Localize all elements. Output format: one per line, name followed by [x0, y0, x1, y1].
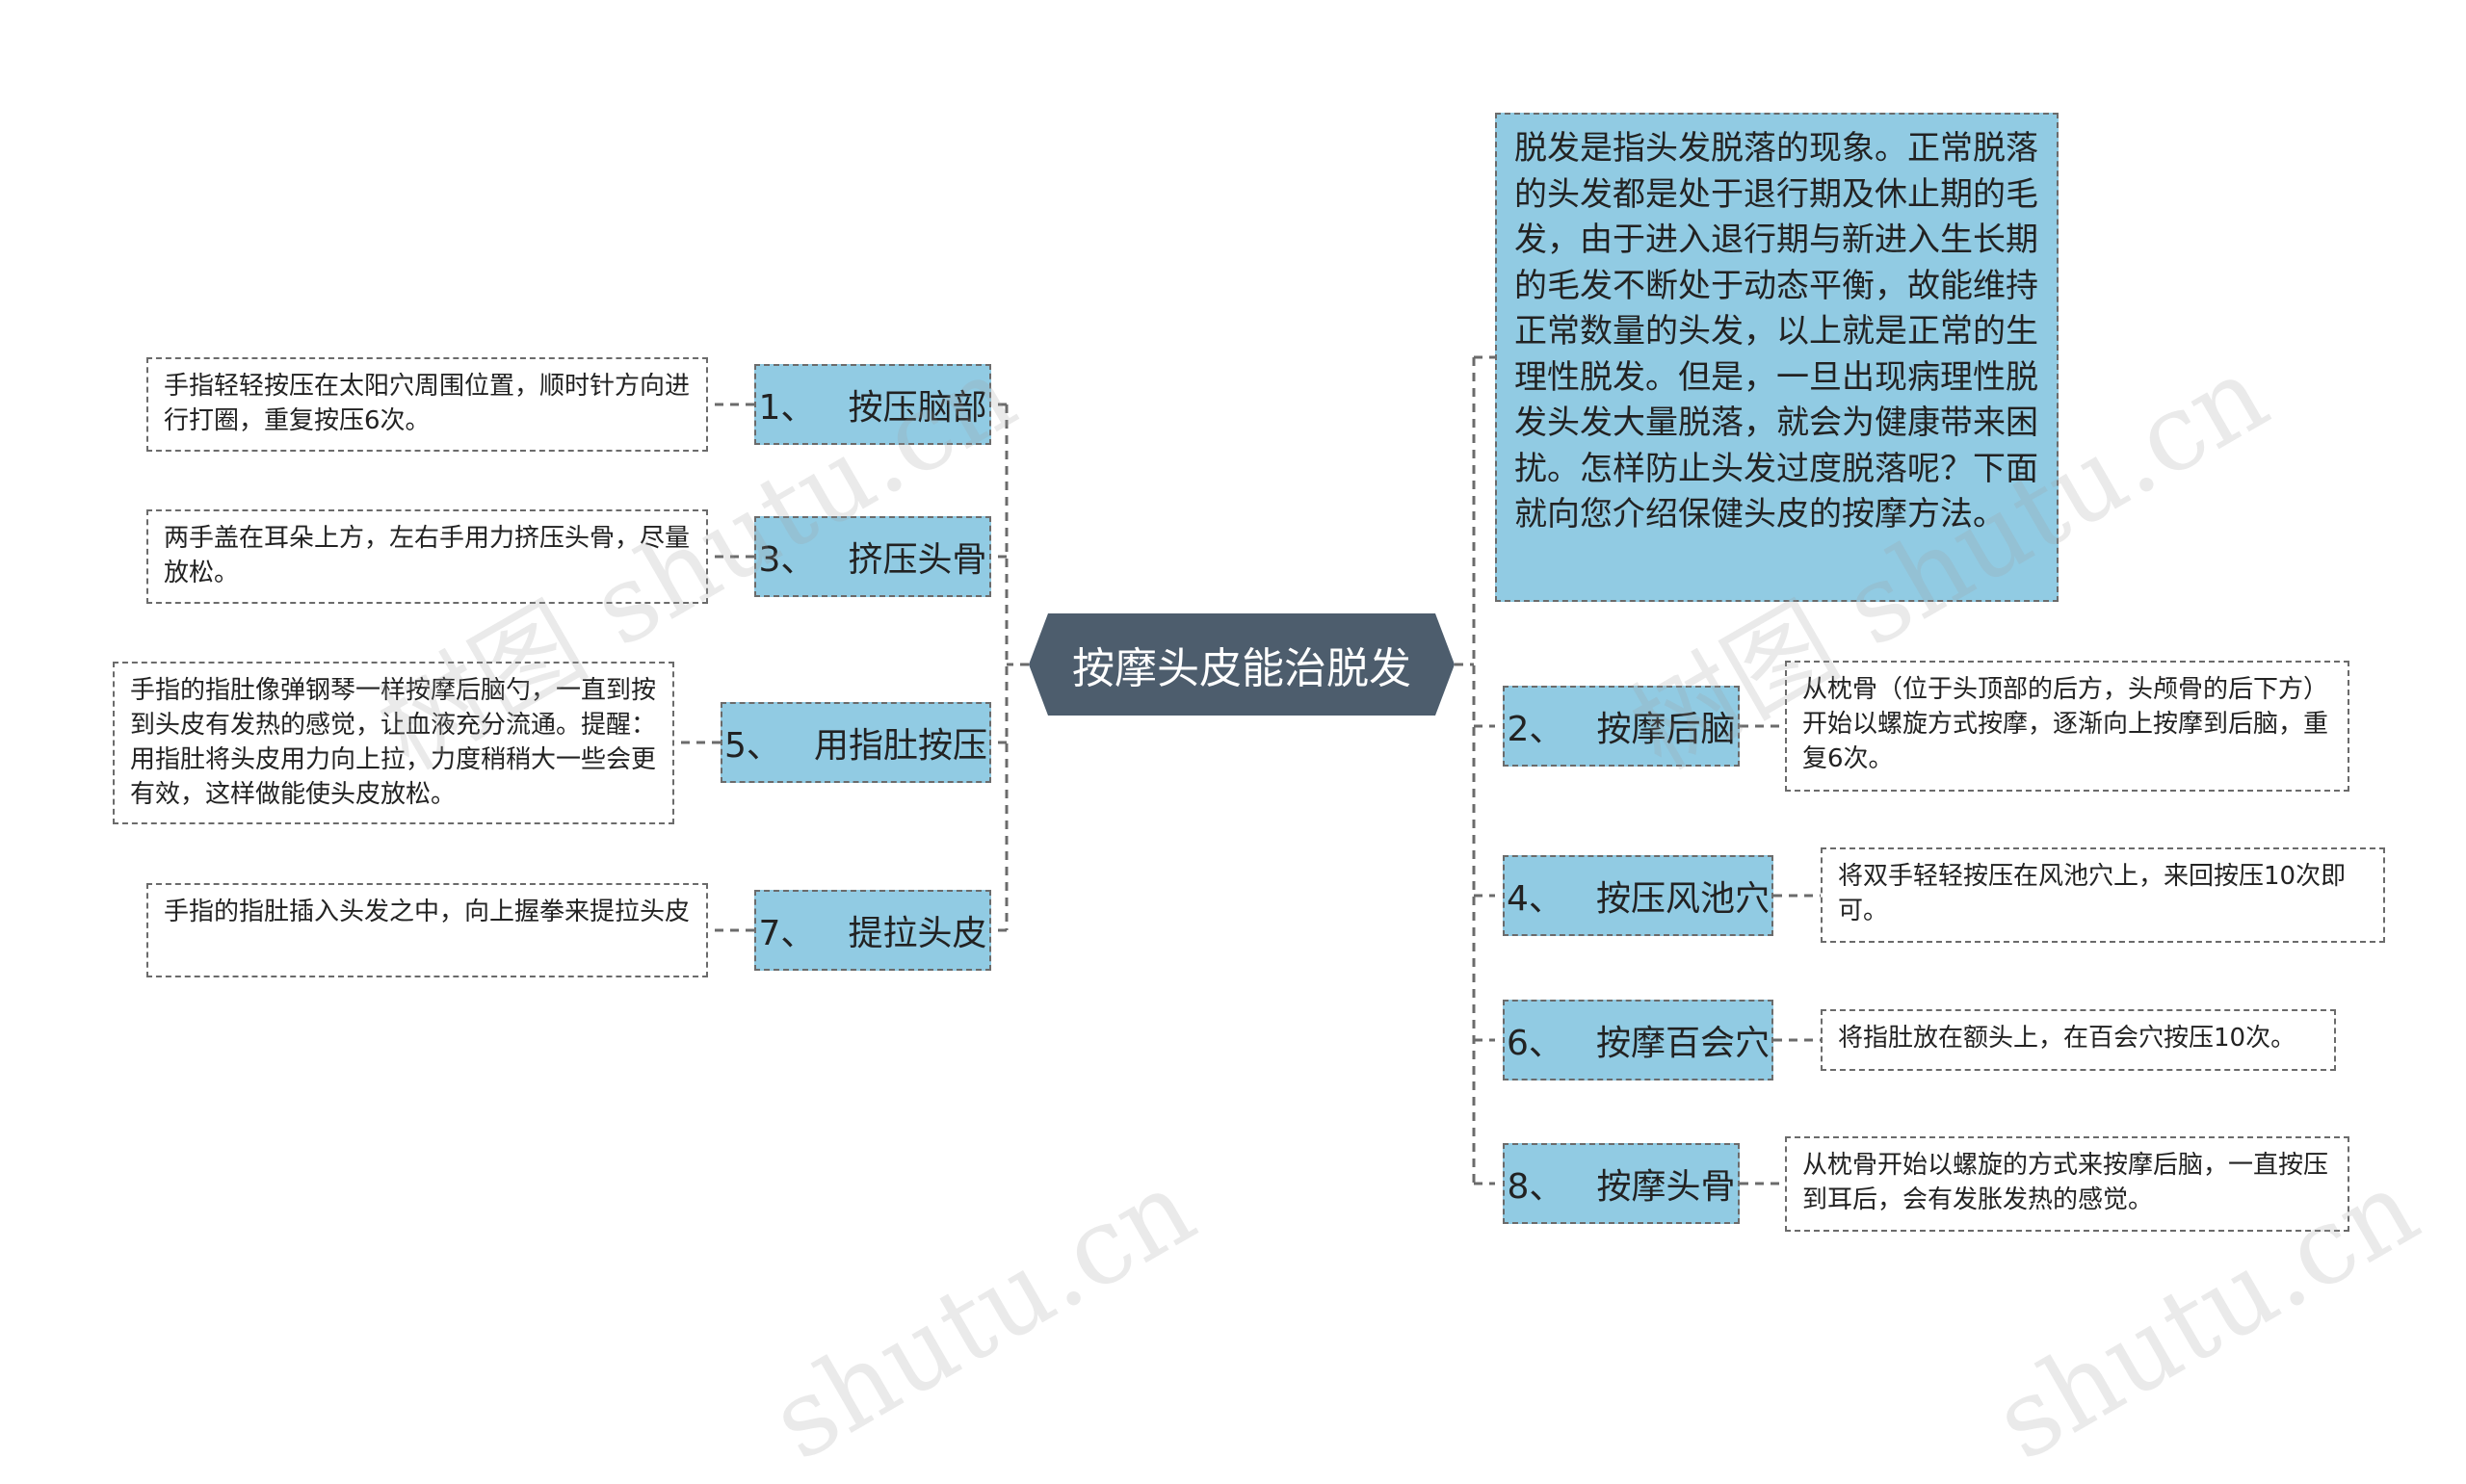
intro-topic[interactable]: 脱发是指头发脱落的现象。正常脱落的头发都是处于退行期及休止期的毛发，由于进入退行…	[1495, 113, 2059, 602]
detail-8[interactable]: 从枕骨开始以螺旋的方式来按摩后脑，一直按压到耳后，会有发胀发热的感觉。	[1785, 1136, 2349, 1232]
detail-3[interactable]: 两手盖在耳朵上方，左右手用力挤压头骨，尽量放松。	[146, 509, 708, 604]
mind-map: 按摩头皮能治脱发 脱发是指头发脱落的现象。正常脱落的头发都是处于退行期及休止期的…	[113, 113, 2437, 1484]
branch-number: 2、	[1507, 710, 1564, 749]
branch-number: 3、	[758, 540, 816, 580]
detail-text: 两手盖在耳朵上方，左右手用力挤压头骨，尽量放松。	[164, 524, 691, 587]
intro-text: 脱发是指头发脱落的现象。正常脱落的头发都是处于退行期及休止期的毛发，由于进入退行…	[1514, 129, 2038, 534]
branch-label: 按摩后脑	[1596, 710, 1736, 749]
branch-label: 按摩头骨	[1596, 1167, 1736, 1207]
branch-5[interactable]: 5、 用指肚按压	[721, 702, 991, 783]
detail-text: 手指的指肚像弹钢琴一样按摩后脑勺，一直到按到头皮有发热的感觉，让血液充分流通。提…	[130, 676, 657, 809]
root-topic[interactable]: 按摩头皮能治脱发	[1029, 613, 1455, 716]
detail-2[interactable]: 从枕骨（位于头顶部的后方，头颅骨的后下方）开始以螺旋方式按摩，逐渐向上按摩到后脑…	[1785, 661, 2349, 792]
detail-text: 将指肚放在额头上，在百会穴按压10次。	[1838, 1024, 2296, 1053]
detail-1[interactable]: 手指轻轻按压在太阳穴周围位置，顺时针方向进行打圈，重复按压6次。	[146, 357, 708, 452]
branch-label: 用指肚按压	[813, 726, 987, 766]
detail-6[interactable]: 将指肚放在额头上，在百会穴按压10次。	[1821, 1009, 2336, 1071]
detail-text: 从枕骨（位于头顶部的后方，头颅骨的后下方）开始以螺旋方式按摩，逐渐向上按摩到后脑…	[1802, 675, 2329, 773]
detail-text: 手指的指肚插入头发之中，向上握拳来提拉头皮	[164, 898, 691, 926]
detail-text: 将双手轻轻按压在风池穴上，来回按压10次即可。	[1838, 862, 2347, 925]
branch-number: 5、	[724, 726, 781, 766]
root-shape	[1029, 613, 1455, 716]
branch-number: 4、	[1507, 879, 1563, 919]
branch-8[interactable]: 8、 按摩头骨	[1503, 1143, 1740, 1224]
branch-7[interactable]: 7、 提拉头皮	[754, 890, 991, 971]
branch-4[interactable]: 4、 按压风池穴	[1503, 855, 1773, 936]
branch-1[interactable]: 1、 按压脑部	[754, 364, 991, 445]
branch-label: 按压脑部	[848, 388, 987, 428]
detail-text: 手指轻轻按压在太阳穴周围位置，顺时针方向进行打圈，重复按压6次。	[164, 372, 691, 435]
root-label: 按摩头皮能治脱发	[1072, 644, 1411, 693]
branch-number: 7、	[758, 914, 816, 953]
detail-text: 从枕骨开始以螺旋的方式来按摩后脑，一直按压到耳后，会有发胀发热的感觉。	[1802, 1151, 2329, 1214]
branch-6[interactable]: 6、 按摩百会穴	[1503, 1000, 1773, 1080]
branch-label: 挤压头骨	[848, 540, 987, 580]
branch-number: 1、	[758, 388, 816, 428]
branch-number: 6、	[1507, 1024, 1563, 1063]
branch-label: 提拉头皮	[848, 914, 987, 953]
detail-4[interactable]: 将双手轻轻按压在风池穴上，来回按压10次即可。	[1821, 847, 2385, 943]
branch-3[interactable]: 3、 挤压头骨	[754, 516, 991, 597]
detail-5[interactable]: 手指的指肚像弹钢琴一样按摩后脑勺，一直到按到头皮有发热的感觉，让血液充分流通。提…	[113, 662, 674, 824]
branch-label: 按压风池穴	[1595, 879, 1770, 919]
connector-lines	[674, 355, 1821, 1185]
branch-label: 按摩百会穴	[1595, 1024, 1770, 1063]
branch-number: 8、	[1507, 1167, 1564, 1207]
detail-7[interactable]: 手指的指肚插入头发之中，向上握拳来提拉头皮	[146, 883, 708, 977]
branch-2[interactable]: 2、 按摩后脑	[1503, 686, 1740, 767]
